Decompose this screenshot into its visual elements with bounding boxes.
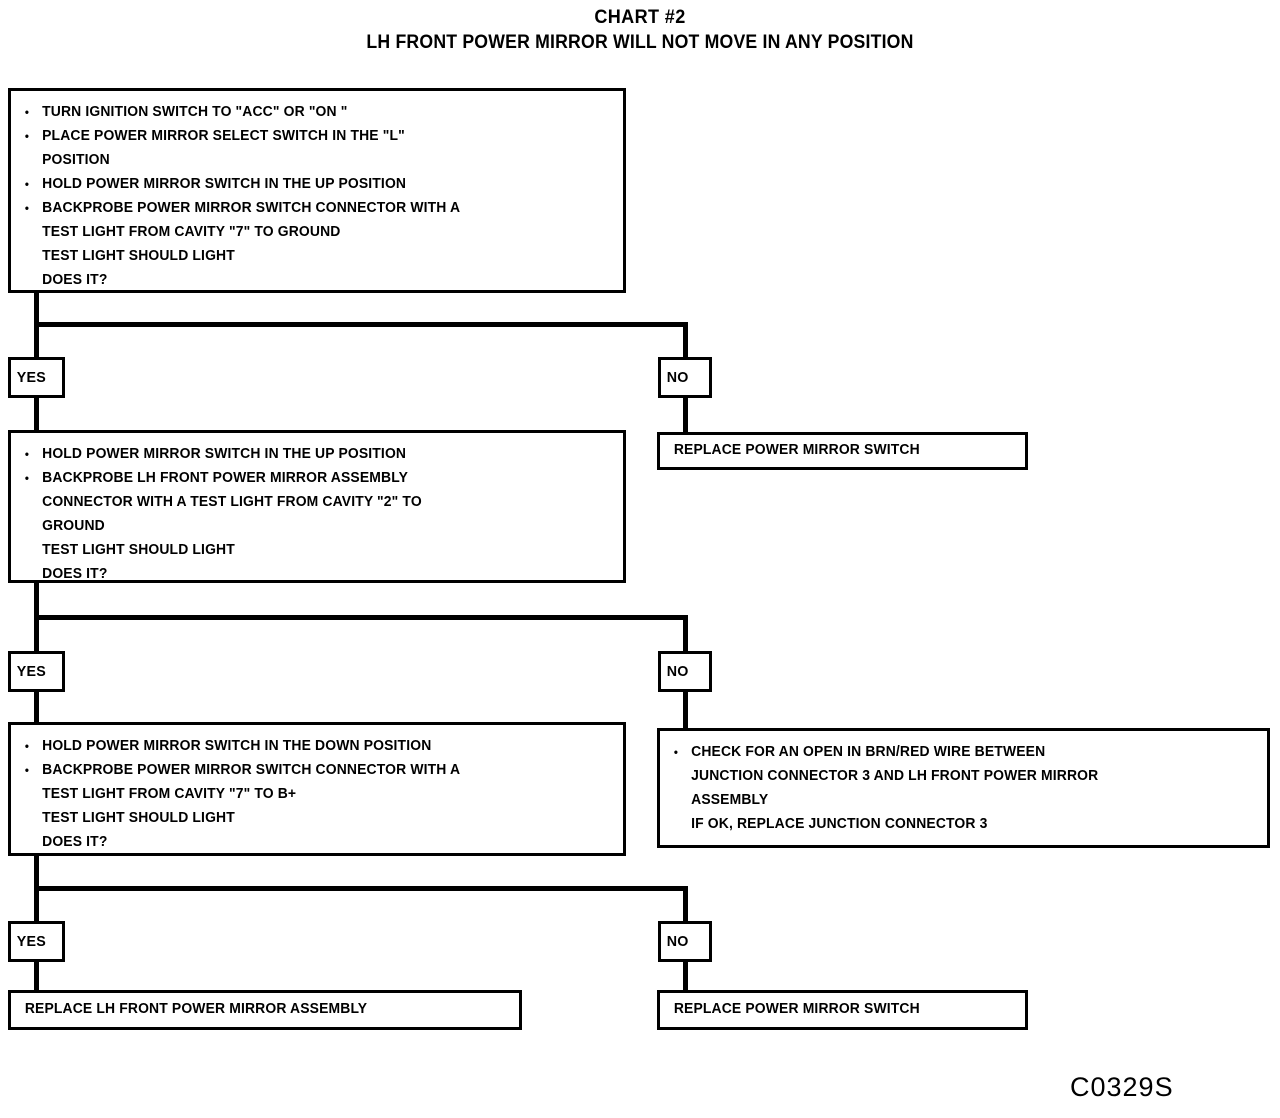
step1-line-1: • TURN IGNITION SWITCH TO "ACC" OR "ON " [21, 100, 589, 124]
branch3-yes-to-result [34, 960, 39, 992]
step2-box: • HOLD POWER MIRROR SWITCH IN THE UP POSI… [8, 430, 626, 583]
step1-line-4: • HOLD POWER MIRROR SWITCH IN THE UP POSI… [21, 172, 589, 196]
branch2-no-node[interactable]: NO [658, 651, 712, 692]
step1-line-6: TEST LIGHT FROM CAVITY "7" TO GROUND [42, 224, 341, 240]
step2-no-result-box: • CHECK FOR AN OPEN IN BRN/RED WIRE BETWE… [657, 728, 1270, 848]
step1-line-2: • PLACE POWER MIRROR SELECT SWITCH IN THE… [21, 124, 589, 148]
step2-text-2: BACKPROBE LH FRONT POWER MIRROR ASSEMBLY [42, 470, 409, 486]
step2-exit-line [34, 582, 39, 618]
step2-text-1: HOLD POWER MIRROR SWITCH IN THE UP POSIT… [42, 446, 407, 462]
step1-no-result-box: REPLACE POWER MIRROR SWITCH [657, 432, 1028, 470]
step3-no-result-text: REPLACE POWER MIRROR SWITCH [673, 1001, 920, 1017]
step3-line-3: TEST LIGHT FROM CAVITY "7" TO B+ [42, 786, 297, 802]
step1-line-5: • BACKPROBE POWER MIRROR SWITCH CONNECTOR… [21, 196, 589, 220]
step3-box: • HOLD POWER MIRROR SWITCH IN THE DOWN PO… [8, 722, 626, 856]
step2-no-result-content: • CHECK FOR AN OPEN IN BRN/RED WIRE BETWE… [660, 731, 1267, 842]
step2-no-result-line-4: IF OK, REPLACE JUNCTION CONNECTOR 3 [691, 816, 988, 832]
branch3-horizontal-line [34, 886, 688, 891]
step2-no-result-text-1: CHECK FOR AN OPEN IN BRN/RED WIRE BETWEE… [691, 744, 1046, 760]
branch2-yes-node[interactable]: YES [8, 651, 65, 692]
step3-text-1: HOLD POWER MIRROR SWITCH IN THE DOWN POS… [42, 738, 432, 754]
step3-exit-line [34, 855, 39, 889]
branch2-yes-to-step3 [34, 690, 39, 724]
step1-line-7: TEST LIGHT SHOULD LIGHT [42, 248, 235, 264]
step2-content: • HOLD POWER MIRROR SWITCH IN THE UP POSI… [11, 433, 623, 592]
step2-no-result-line-2: JUNCTION CONNECTOR 3 AND LH FRONT POWER … [691, 768, 1099, 784]
bullet-icon: • [24, 201, 30, 215]
step3-no-result-box: REPLACE POWER MIRROR SWITCH [657, 990, 1028, 1030]
bullet-icon: • [24, 105, 30, 119]
step1-content: •TURN IGNITION SWITCH TO "ACC" OR "ON " … [11, 91, 623, 298]
branch3-yes-label: YES [16, 933, 47, 950]
branch2-no-to-result [683, 690, 688, 730]
step3-content: • HOLD POWER MIRROR SWITCH IN THE DOWN PO… [11, 725, 623, 860]
step1-line-8: DOES IT? [42, 272, 108, 288]
step3-yes-result-box: REPLACE LH FRONT POWER MIRROR ASSEMBLY [8, 990, 522, 1030]
branch2-yes-label: YES [16, 663, 47, 680]
step1-exit-line [34, 292, 39, 325]
step3-line-5: DOES IT? [42, 834, 108, 850]
branch1-yes-drop [34, 322, 39, 359]
branch1-no-drop [683, 322, 688, 359]
chart-title: CHART #2 [594, 7, 686, 28]
step3-line-4: TEST LIGHT SHOULD LIGHT [42, 810, 235, 826]
branch1-no-to-result [683, 396, 688, 434]
chart-subtitle: LH FRONT POWER MIRROR WILL NOT MOVE IN A… [366, 32, 914, 53]
bullet-icon: • [24, 129, 30, 143]
step3-yes-result-content: REPLACE LH FRONT POWER MIRROR ASSEMBLY [11, 993, 519, 1025]
bullet-icon: • [24, 739, 30, 753]
branch3-no-node[interactable]: NO [658, 921, 712, 962]
step2-no-result-line-1: • CHECK FOR AN OPEN IN BRN/RED WIRE BETWE… [670, 740, 1234, 764]
step2-line-2: • BACKPROBE LH FRONT POWER MIRROR ASSEMBL… [21, 466, 589, 490]
branch3-no-drop [683, 886, 688, 923]
branch1-horizontal-line [34, 322, 688, 327]
bullet-icon: • [24, 471, 30, 485]
bullet-icon: • [673, 745, 679, 759]
step1-text-1: TURN IGNITION SWITCH TO "ACC" OR "ON " [42, 104, 348, 120]
step3-no-result-content: REPLACE POWER MIRROR SWITCH [660, 993, 1025, 1025]
branch3-yes-node[interactable]: YES [8, 921, 65, 962]
step1-no-result-text: REPLACE POWER MIRROR SWITCH [673, 442, 920, 458]
step2-line-3: CONNECTOR WITH A TEST LIGHT FROM CAVITY … [42, 494, 422, 510]
branch1-yes-node[interactable]: YES [8, 357, 65, 398]
bullet-icon: • [24, 763, 30, 777]
document-code: C0329S [1070, 1072, 1174, 1102]
step3-line-2: • BACKPROBE POWER MIRROR SWITCH CONNECTOR… [21, 758, 589, 782]
step1-line-3: POSITION [42, 152, 110, 168]
step3-line-1: • HOLD POWER MIRROR SWITCH IN THE DOWN PO… [21, 734, 589, 758]
branch2-yes-drop [34, 615, 39, 653]
step3-text-2: BACKPROBE POWER MIRROR SWITCH CONNECTOR … [42, 762, 461, 778]
bullet-icon: • [24, 447, 30, 461]
step1-box: •TURN IGNITION SWITCH TO "ACC" OR "ON " … [8, 88, 626, 293]
chart-title-block: CHART #2 LH FRONT POWER MIRROR WILL NOT … [0, 6, 1280, 56]
step1-text-4: HOLD POWER MIRROR SWITCH IN THE UP POSIT… [42, 176, 407, 192]
step1-text-2: PLACE POWER MIRROR SELECT SWITCH IN THE … [42, 128, 405, 144]
step3-yes-result-text: REPLACE LH FRONT POWER MIRROR ASSEMBLY [24, 1001, 368, 1017]
branch1-yes-label: YES [16, 369, 47, 386]
branch1-yes-to-step2 [34, 396, 39, 432]
step1-no-result-content: REPLACE POWER MIRROR SWITCH [660, 435, 1025, 465]
branch2-no-label: NO [666, 663, 689, 680]
branch2-horizontal-line [34, 615, 688, 620]
branch1-no-label: NO [666, 369, 689, 386]
step1-text-5: BACKPROBE POWER MIRROR SWITCH CONNECTOR … [42, 200, 461, 216]
step2-line-6: DOES IT? [42, 566, 108, 582]
branch1-no-node[interactable]: NO [658, 357, 712, 398]
bullet-icon: • [24, 177, 30, 191]
branch3-no-to-result [683, 960, 688, 992]
step2-line-1: • HOLD POWER MIRROR SWITCH IN THE UP POSI… [21, 442, 589, 466]
branch2-no-drop [683, 615, 688, 653]
branch3-no-label: NO [666, 933, 689, 950]
step2-no-result-line-3: ASSEMBLY [691, 792, 769, 808]
step2-line-4: GROUND [42, 518, 105, 534]
branch3-yes-drop [34, 886, 39, 923]
step2-line-5: TEST LIGHT SHOULD LIGHT [42, 542, 235, 558]
